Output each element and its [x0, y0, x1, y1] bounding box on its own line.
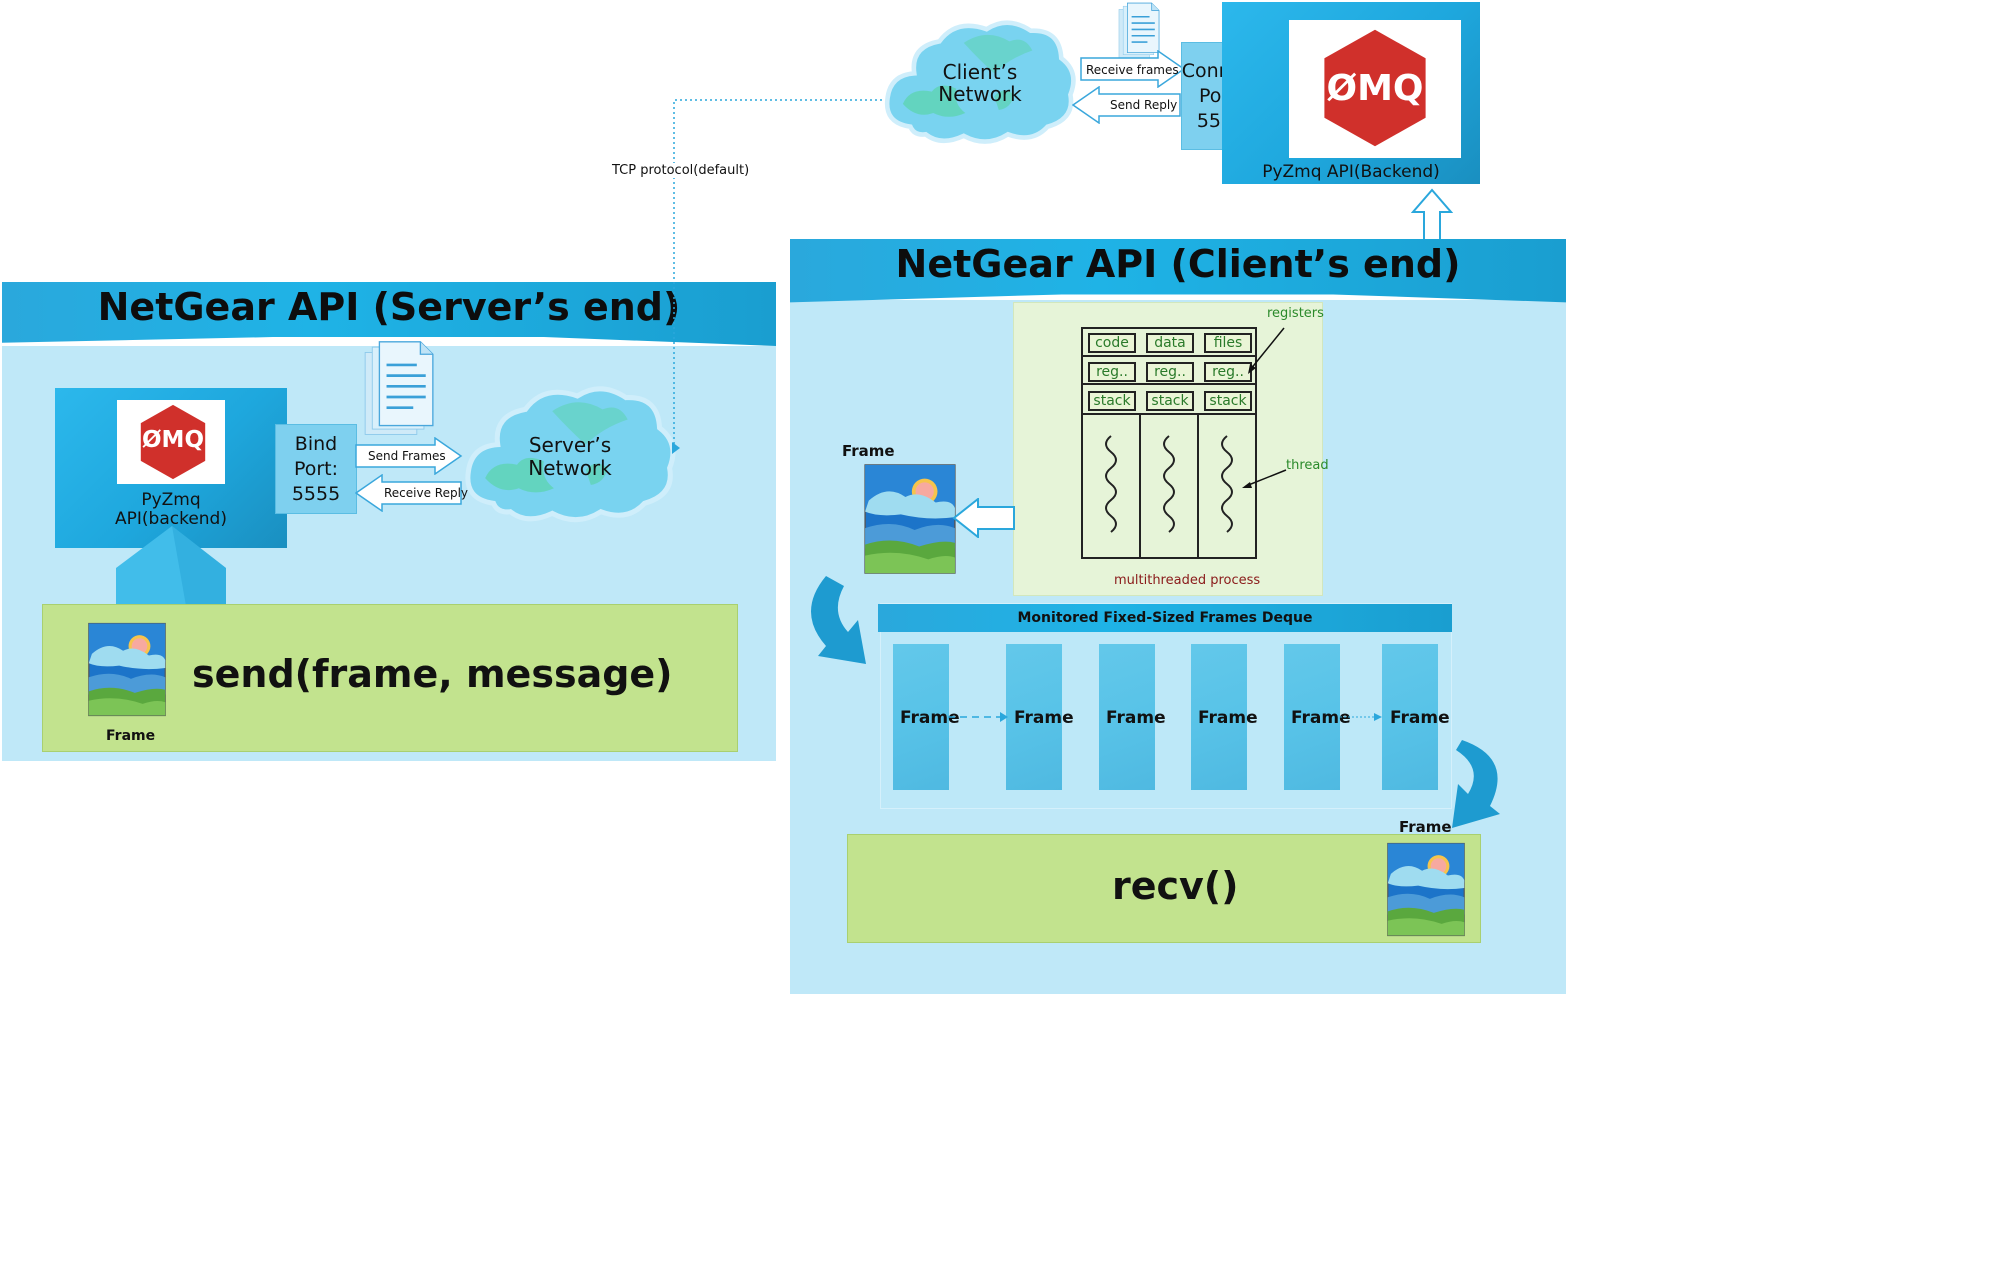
client-network-line2: Network	[938, 82, 1022, 106]
deque-frame-label: Frame	[1390, 708, 1450, 728]
tcp-link	[672, 99, 882, 454]
deque-frame	[1191, 644, 1247, 790]
server-zmq-logo-text: ØMQ	[142, 427, 204, 453]
server-network-line2: Network	[528, 456, 612, 480]
client-frame-label: Frame	[842, 442, 895, 460]
deque-frame	[893, 644, 949, 790]
tcp-protocol-label: TCP protocol(default)	[612, 163, 750, 178]
pointer-arrows	[1242, 327, 1287, 488]
deque-title: Monitored Fixed-Sized Frames Deque	[1017, 610, 1313, 626]
curved-arrow-icon	[811, 576, 866, 664]
server-zmq-label-1: PyZmq	[141, 490, 201, 510]
deque-link-arrows	[948, 712, 1382, 722]
curved-arrow-icon-2	[1452, 740, 1500, 828]
client-zmq-logo-text: ØMQ	[1326, 68, 1424, 109]
receive-frames-label: Receive frames	[1086, 63, 1179, 77]
registers-label: registers	[1267, 306, 1324, 321]
deque-frame-label: Frame	[1014, 708, 1074, 728]
receive-reply-arrow	[355, 474, 462, 512]
recv-call: recv()	[1112, 864, 1239, 908]
process-caption: multithreaded process	[1114, 573, 1261, 588]
up-arrow-icon	[116, 526, 226, 606]
receive-reply-label: Receive Reply	[384, 486, 469, 500]
cell-reg-3: reg..	[1204, 362, 1252, 382]
client-image-frame-icon	[864, 464, 956, 574]
thread-label: thread	[1286, 458, 1329, 473]
deque-frame	[1099, 644, 1155, 790]
document-stack-icon	[362, 340, 436, 438]
deque-frame	[1006, 644, 1062, 790]
deque-frame-label: Frame	[1106, 708, 1166, 728]
deque-frame-label: Frame	[1291, 708, 1351, 728]
deque-frame	[1382, 644, 1438, 790]
recv-image-frame-icon	[1387, 842, 1465, 937]
cell-code: code	[1088, 333, 1136, 353]
server-title-band	[2, 282, 776, 346]
send-frames-arrow	[355, 437, 463, 475]
deque-frame-label: Frame	[900, 708, 960, 728]
deque-frame-label: Frame	[1198, 708, 1258, 728]
send-reply-label: Send Reply	[1110, 98, 1178, 112]
client-network-line1: Client’s	[942, 60, 1018, 84]
cell-files: files	[1204, 333, 1252, 353]
send-call: send(frame, message)	[192, 652, 673, 696]
bind-port-line1: Bind Port:	[293, 432, 339, 480]
send-frames-label: Send Frames	[368, 449, 446, 463]
deque-box	[880, 603, 1452, 809]
client-zmq-label: PyZmq API(Backend)	[1262, 162, 1440, 182]
cell-stack-1: stack	[1088, 391, 1136, 411]
send-frame-label: Frame	[106, 728, 156, 744]
client-title: NetGear API (Client’s end)	[895, 242, 1461, 286]
bind-port-box: Bind Port: 5555	[275, 424, 357, 514]
cell-reg-1: reg..	[1088, 362, 1136, 382]
cell-reg-2: reg..	[1146, 362, 1194, 382]
server-network-line1: Server’s	[528, 433, 612, 457]
cell-data: data	[1146, 333, 1194, 353]
bind-port-line2: 5555	[291, 482, 341, 505]
server-title: NetGear API (Server’s end)	[97, 285, 681, 329]
process-grid	[1081, 327, 1257, 559]
deque-title-band	[878, 604, 1452, 632]
image-frame-icon	[88, 622, 166, 717]
recv-frame-label: Frame	[1399, 818, 1452, 836]
send-reply-arrow	[1072, 86, 1181, 124]
left-arrow-icon	[952, 498, 1015, 538]
server-zmq-label-2: API(backend)	[115, 509, 227, 529]
recv-band	[847, 834, 1481, 943]
deque-frame	[1284, 644, 1340, 790]
client-title-band	[790, 239, 1566, 303]
cell-stack-2: stack	[1146, 391, 1194, 411]
receive-frames-arrow	[1080, 50, 1186, 88]
cell-stack-3: stack	[1204, 391, 1252, 411]
